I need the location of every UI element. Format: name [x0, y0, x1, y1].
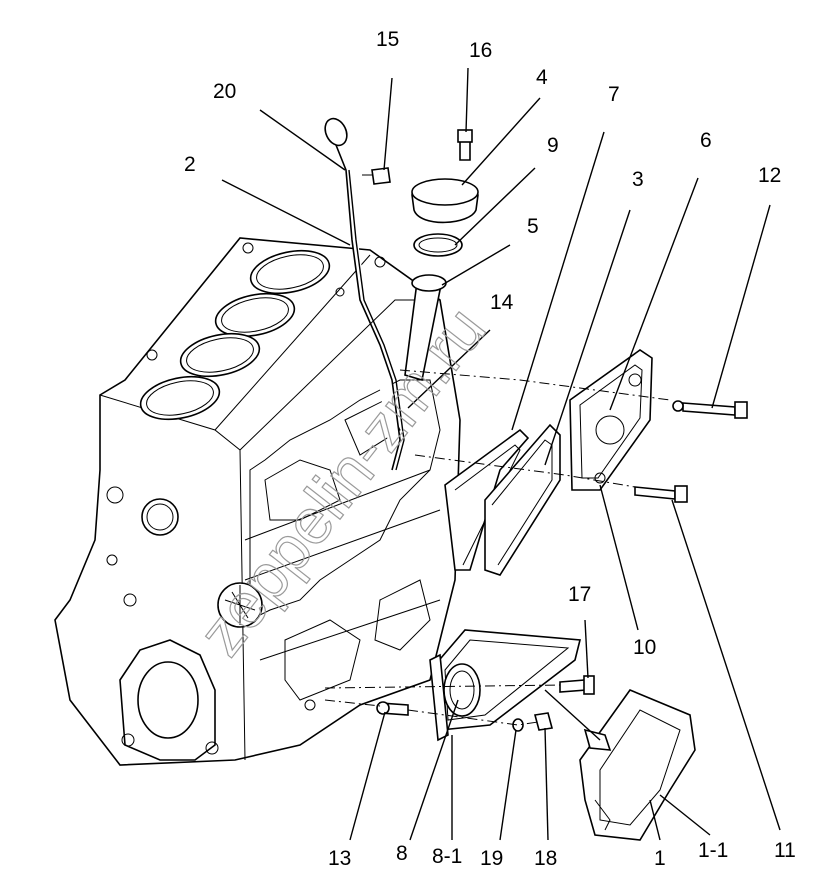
side-cover-gasket: [444, 349, 653, 576]
callout-18: 18: [534, 847, 557, 870]
callout-6: 6: [700, 129, 712, 152]
bolt-17: [559, 675, 595, 695]
callout-10: 10: [633, 636, 656, 659]
callout-8-1: 8-1: [432, 845, 462, 868]
bolt-13: [376, 701, 409, 716]
callout-1: 1: [654, 847, 666, 870]
callout-16: 16: [469, 39, 492, 62]
oil-filler: [404, 129, 479, 382]
fitting-15: [362, 167, 391, 185]
assembly-lines: [324, 369, 671, 726]
nut-18: [533, 712, 554, 731]
callout-9: 9: [547, 134, 559, 157]
dipstick-assembly: [324, 117, 405, 471]
leader-lines: [221, 67, 781, 841]
cylinder-block: [54, 237, 461, 766]
callout-7: 7: [608, 83, 620, 106]
engine-mount: [579, 689, 696, 841]
callout-17: 17: [568, 583, 591, 606]
callout-1-1: 1-1: [698, 839, 728, 862]
callout-20: 20: [213, 80, 236, 103]
callout-15: 15: [376, 28, 399, 51]
mounting-bracket: [429, 629, 582, 742]
washer-19: [512, 718, 524, 732]
bolt-11: [634, 485, 688, 503]
callout-2: 2: [184, 153, 196, 176]
callout-14: 14: [490, 291, 514, 314]
callout-13: 13: [328, 847, 351, 870]
callout-4: 4: [536, 66, 548, 89]
callout-3: 3: [632, 168, 644, 191]
callout-12: 12: [758, 164, 781, 187]
callout-8: 8: [396, 842, 408, 865]
bolt-12: [672, 400, 748, 419]
callout-5: 5: [527, 215, 539, 238]
callout-19: 19: [480, 847, 503, 870]
callout-labels: 15 16 4 7 20 9 6 2 3 12 5 14 17 10 13 8 …: [184, 28, 796, 870]
callout-11: 11: [774, 839, 796, 862]
